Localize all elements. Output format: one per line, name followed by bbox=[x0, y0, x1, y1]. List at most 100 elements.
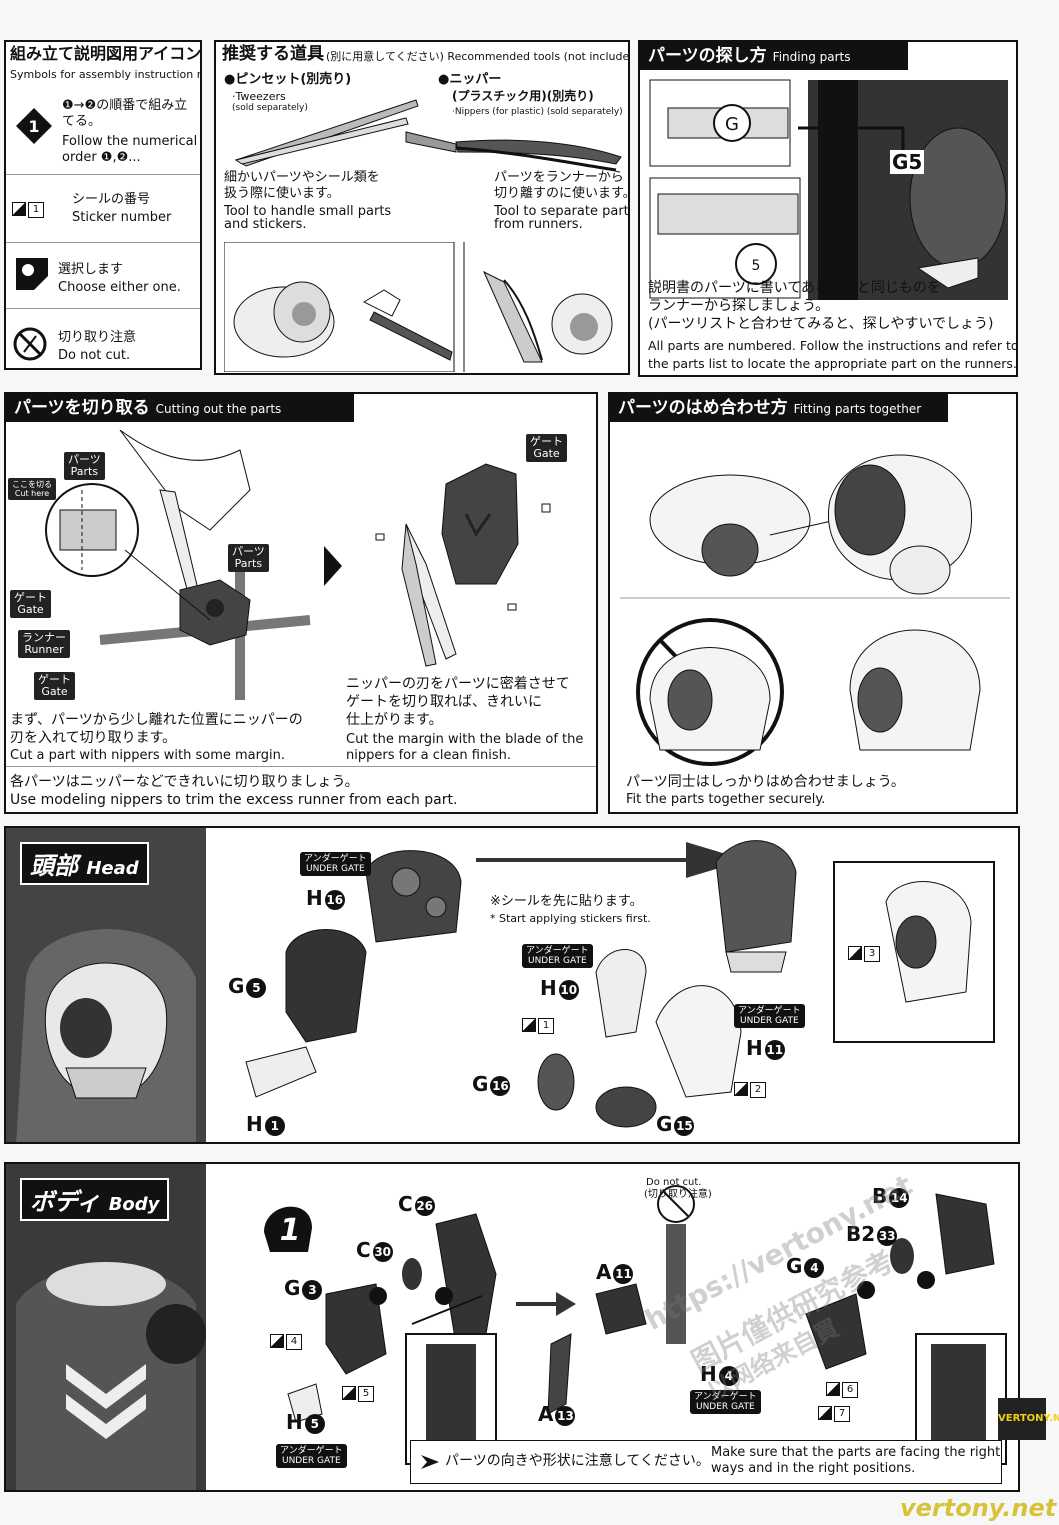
fitting-desc-en: Fit the parts together securely. bbox=[626, 792, 826, 807]
nocut-en: Do not cut. bbox=[58, 348, 131, 363]
nipper-desc-en1: Tool to separate parts bbox=[494, 204, 630, 219]
tweezers-desc-jp1: 細かいパーツやシール類を bbox=[224, 170, 380, 185]
watermark-logo: VERTONY.NET bbox=[998, 1398, 1059, 1440]
finding-desc-en1: All parts are numbered. Follow the instr… bbox=[648, 338, 1018, 353]
finding-desc-en2: the parts list to locate the appropriate… bbox=[648, 356, 1017, 371]
runner-illustration: G 5 bbox=[649, 79, 1008, 300]
tweezers-desc-jp2: 扱う際に使います。 bbox=[224, 186, 340, 201]
tools-title-note: (別に用意してください) Recommended tools (not incl… bbox=[326, 50, 630, 63]
nipper-label-en: ·Nippers (for plastic) (sold separately) bbox=[452, 107, 623, 117]
step1-jp1: まず、パーツから少し離れた位置にニッパーの bbox=[10, 712, 303, 728]
head-panel: 頭部 Head ※シールを先に貼ります。 * Start applying st… bbox=[4, 826, 1020, 1144]
step1-jp2: 刃を入れて切り取ります。 bbox=[10, 730, 177, 746]
sticker-icon: 1 bbox=[12, 202, 44, 218]
head-sticker-3: 3 bbox=[848, 946, 880, 962]
step-diamond-icon: 1 bbox=[16, 108, 52, 144]
svg-text:1: 1 bbox=[280, 1213, 301, 1248]
icons-panel: 組み立て説明図用アイコン Symbols for assembly instru… bbox=[4, 40, 202, 370]
pointer-arrow-icon bbox=[421, 1455, 439, 1469]
finding-desc-jp1: 説明書のパーツに書いてある番号と同じものを bbox=[648, 280, 941, 296]
step2-en2: nippers for a clean finish. bbox=[346, 748, 511, 763]
step-arrow-icon bbox=[324, 546, 342, 586]
body-nocut-jp: (切り取り注意) bbox=[644, 1189, 712, 1200]
no-cut-icon bbox=[13, 327, 47, 361]
cutting-step2-illustration bbox=[375, 463, 551, 667]
svg-text:G: G bbox=[725, 114, 739, 135]
tools-usage-illustration bbox=[224, 242, 613, 372]
body-assembly-illustration bbox=[287, 1185, 1007, 1465]
head-note-jp: ※シールを先に貼ります。 bbox=[490, 894, 643, 909]
watermark-footer: vertony.net bbox=[900, 1494, 1057, 1522]
fitting-illustration bbox=[620, 454, 1010, 766]
choose-en: Choose either one. bbox=[58, 280, 181, 295]
body-sticker-7: 7 bbox=[818, 1406, 850, 1422]
step-1-helmet-icon: 1 bbox=[264, 1206, 312, 1252]
svg-text:5: 5 bbox=[752, 258, 761, 274]
head-sticker-1: 1 bbox=[522, 1018, 554, 1034]
nipper-icon bbox=[405, 131, 622, 172]
order-en1: Follow the numerical bbox=[62, 134, 198, 149]
tools-title-jp: 推奨する道具 bbox=[222, 44, 324, 64]
step2-jp3: 仕上がります。 bbox=[346, 712, 443, 728]
order-jp: ❶→❷の順番で組み立てる。 bbox=[62, 98, 188, 129]
step2-en1: Cut the margin with the blade of the bbox=[346, 732, 584, 747]
tweezers-desc-en1: Tool to handle small parts bbox=[224, 204, 392, 219]
tweezers-note: (sold separately) bbox=[232, 103, 308, 113]
sticker-jp: シールの番号 bbox=[72, 192, 151, 207]
body-nocut-en: Do not cut. bbox=[646, 1177, 702, 1188]
nocut-jp: 切り取り注意 bbox=[58, 330, 137, 345]
fitting-desc-jp: パーツ同士はしっかりはめ合わせましょう。 bbox=[626, 774, 905, 790]
choose-icon bbox=[16, 258, 48, 290]
body-title: ボディ Body bbox=[20, 1178, 170, 1221]
body-sticker-5: 5 bbox=[342, 1386, 374, 1402]
tools-panel: 推奨する道具 (別に用意してください) Recommended tools (n… bbox=[214, 40, 630, 375]
body-sticker-4: 4 bbox=[270, 1334, 302, 1350]
nipper-desc-jp1: パーツをランナーから bbox=[494, 170, 624, 185]
body-sticker-6: 6 bbox=[826, 1382, 858, 1398]
head-sticker-2: 2 bbox=[734, 1082, 766, 1098]
nipper-label-jp2: (プラスチック用)(別売り) bbox=[452, 89, 594, 103]
sticker-en: Sticker number bbox=[72, 210, 172, 225]
head-assembly-illustration bbox=[245, 840, 995, 1128]
tweezers-desc-en2: and stickers. bbox=[224, 217, 307, 232]
step2-jp2: ゲートを切り取れば、きれいに bbox=[346, 694, 542, 710]
choose-jp: 選択します bbox=[58, 262, 124, 277]
finding-part-label: G5 bbox=[890, 150, 925, 174]
tweezers-label-en: ·Tweezers bbox=[232, 90, 286, 103]
icons-title-en: Symbols for assembly instruction manuals bbox=[10, 68, 200, 81]
head-title: 頭部 Head bbox=[20, 842, 149, 885]
body-footer-note: パーツの向きや形状に注意してください。 Make sure that the p… bbox=[410, 1440, 1002, 1484]
svg-text:1: 1 bbox=[28, 117, 39, 136]
tweezers-label-jp: ●ピンセット(別売り) bbox=[224, 72, 352, 87]
head-note-en: * Start applying stickers first. bbox=[490, 912, 651, 925]
